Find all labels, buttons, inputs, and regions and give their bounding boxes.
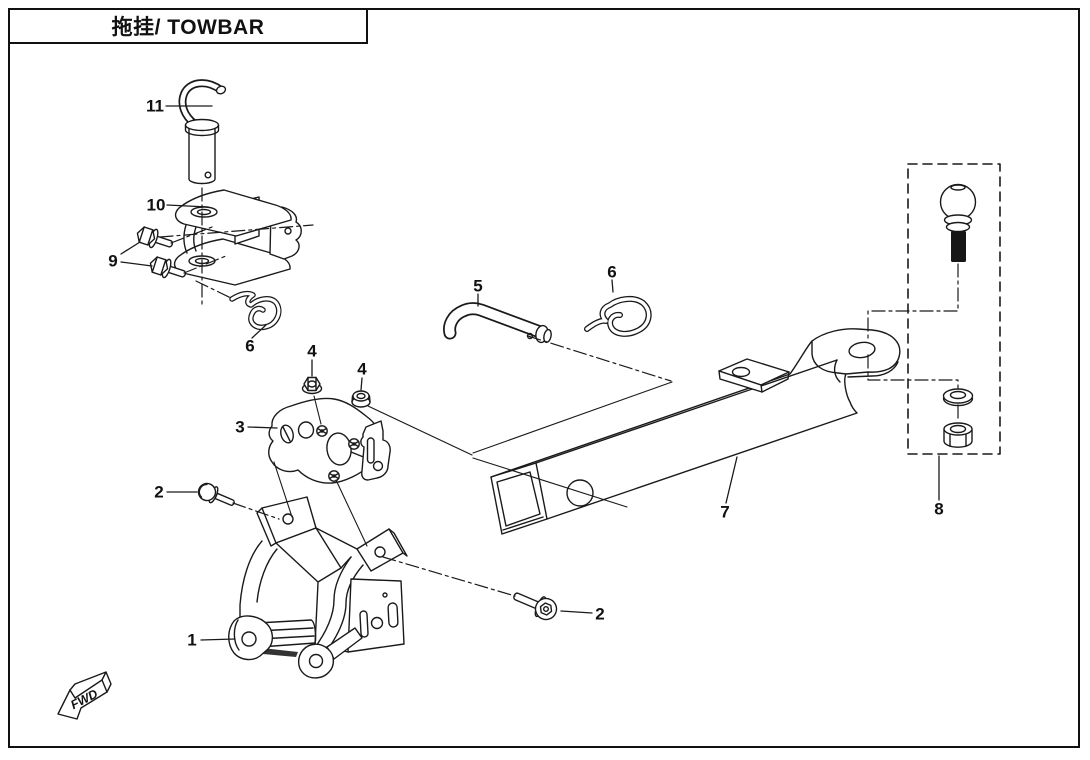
callout-11: 11 xyxy=(146,96,164,116)
callout-6-right: 6 xyxy=(607,262,617,282)
mounting-plate-drawing xyxy=(268,397,391,484)
callout-4-left: 4 xyxy=(307,341,317,361)
callout-7: 7 xyxy=(720,502,730,522)
callout-2-left: 2 xyxy=(154,482,164,502)
page-border xyxy=(8,8,1080,748)
r-clip-right-drawing xyxy=(584,295,652,337)
plate-side-bracket xyxy=(360,420,391,481)
leader-lines xyxy=(120,105,940,641)
hitch-ball-kit-drawing xyxy=(907,163,1001,455)
callout-10: 10 xyxy=(146,195,166,215)
callout-8: 8 xyxy=(934,499,944,519)
hex-bolt-pair-drawing xyxy=(136,226,187,279)
title-block: 拖挂/ TOWBAR xyxy=(8,8,368,44)
callout-9: 9 xyxy=(108,251,118,271)
callout-6-left: 6 xyxy=(245,336,255,356)
dashed-kit-box xyxy=(907,163,1001,455)
towbar-beam-drawing xyxy=(490,328,901,535)
flange-bolt-bottom-drawing xyxy=(513,592,558,621)
plate-studs xyxy=(316,425,360,482)
callout-5: 5 xyxy=(473,276,483,296)
fwd-arrow: FWD xyxy=(57,671,112,720)
threaded-stud xyxy=(951,231,966,262)
construction-lines xyxy=(273,381,673,547)
centerlines xyxy=(159,187,959,597)
bent-pin-drawing xyxy=(443,302,552,344)
fwd-label: FWD xyxy=(68,687,100,712)
socket-bolt-left-drawing xyxy=(197,482,235,506)
hitch-pin-drawing xyxy=(178,79,227,185)
callout-2-bottom: 2 xyxy=(595,604,605,624)
callout-3: 3 xyxy=(235,417,245,437)
callout-4-right: 4 xyxy=(357,359,367,379)
r-clip-left-drawing xyxy=(229,290,282,331)
main-bracket-drawing xyxy=(228,496,408,679)
clevis-bracket-drawing xyxy=(173,189,302,286)
page-title: 拖挂/ TOWBAR xyxy=(111,16,265,39)
flange-nut-pair-drawing xyxy=(301,376,371,408)
callout-1: 1 xyxy=(187,630,197,650)
